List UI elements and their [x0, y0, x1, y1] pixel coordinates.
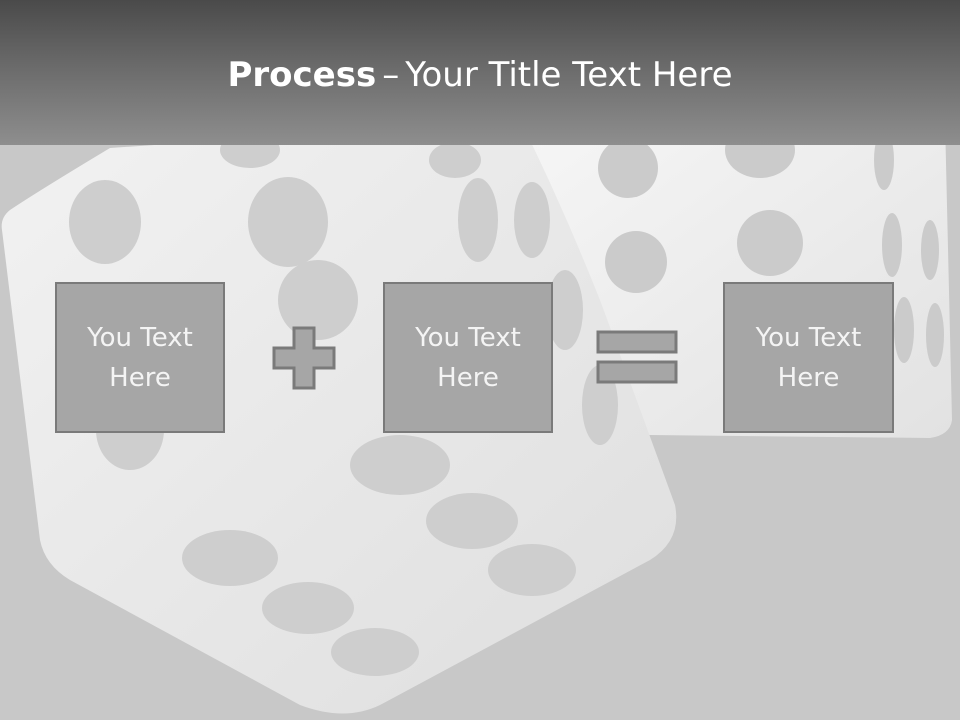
- title-separator: –: [382, 55, 400, 95]
- title-rest: Your Title Text Here: [405, 55, 733, 95]
- title-bar: Process–Your Title Text Here: [0, 0, 960, 145]
- plus-icon: [272, 326, 336, 390]
- slide-title[interactable]: Process–Your Title Text Here: [227, 55, 732, 95]
- process-box-1[interactable]: You Text Here: [55, 282, 225, 433]
- process-box-1-text: You Text Here: [87, 322, 193, 393]
- process-box-2-text: You Text Here: [415, 322, 521, 393]
- process-box-2[interactable]: You Text Here: [383, 282, 553, 433]
- title-bold-part: Process: [227, 55, 377, 95]
- front-die: [1, 120, 677, 714]
- equals-icon: [596, 330, 678, 384]
- process-box-3-text: You Text Here: [755, 322, 862, 393]
- process-box-3[interactable]: You Text Here: [723, 282, 894, 433]
